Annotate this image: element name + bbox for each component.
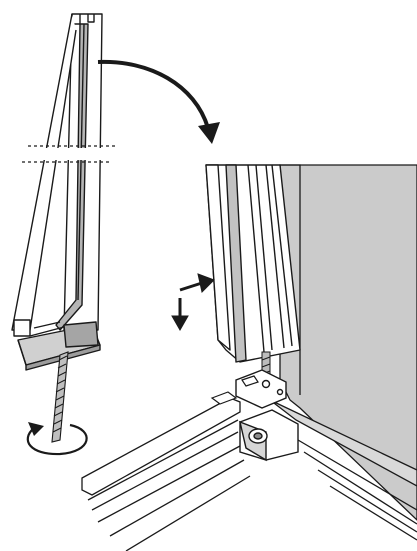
left-profile — [11, 13, 103, 371]
small-clip-left — [210, 375, 259, 405]
curved-arrow — [97, 59, 210, 129]
right-profile — [205, 164, 301, 363]
curved-arrow-head — [198, 122, 220, 144]
rotation-arrow — [26, 423, 88, 456]
corner-bracket — [235, 369, 299, 462]
rotation-arrow-head — [28, 422, 44, 436]
threaded-screw — [51, 351, 69, 443]
bottom-rail — [81, 397, 417, 551]
cut-gap — [30, 148, 106, 160]
right-down-arrows — [171, 273, 215, 332]
cut-marks — [22, 145, 118, 163]
